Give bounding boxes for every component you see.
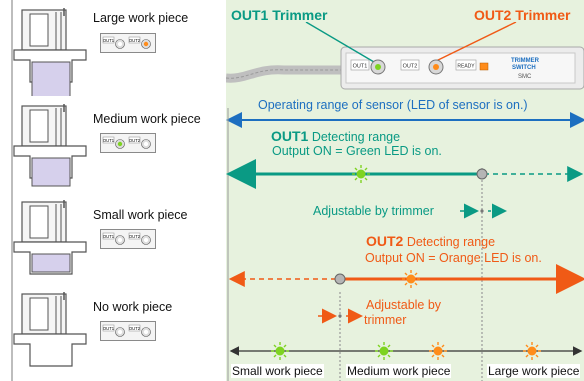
operating-range-label: Operating range of sensor (LED of sensor…	[258, 98, 528, 112]
sensor-device: OUT1 OUT2 READY TRIMMER SWITCH SMC	[226, 22, 584, 90]
work-piece-row: No work piece OUT1 OUT2	[0, 284, 226, 380]
led-indicator: OUT1 OUT2	[100, 33, 156, 53]
work-piece-row: Small work piece OUT1 OUT2	[0, 192, 226, 288]
svg-text:OUT2: OUT2	[129, 326, 141, 331]
adjustable-trimmer-label-2: Adjustable by	[366, 298, 442, 312]
led-star	[523, 342, 541, 360]
work-piece-label: No work piece	[93, 300, 173, 314]
sensor-head-drawing	[13, 8, 87, 96]
out1-led	[117, 237, 123, 243]
range-diagram	[226, 108, 584, 381]
adjustable-trimmer-label-2b: trimmer	[364, 313, 407, 327]
led-star	[375, 342, 393, 360]
svg-text:OUT2: OUT2	[403, 64, 418, 70]
sensor-head-drawing	[13, 292, 87, 367]
out2-led	[143, 41, 149, 47]
led-indicator: OUT1 OUT2	[100, 133, 156, 153]
svg-text:OUT1: OUT1	[103, 138, 115, 143]
svg-text:OUT1: OUT1	[103, 326, 115, 331]
bottom-label-medium: Medium work piece	[346, 364, 452, 378]
led-indicator: OUT1 OUT2	[100, 229, 156, 249]
svg-text:OUT1: OUT1	[353, 64, 368, 70]
svg-text:SWITCH: SWITCH	[512, 65, 536, 71]
out2-led	[143, 141, 149, 147]
work-piece-label: Large work piece	[93, 11, 189, 25]
guide-line	[11, 0, 13, 381]
out1-led	[117, 329, 123, 335]
svg-text:TRIMMER: TRIMMER	[511, 58, 540, 64]
work-piece-row: Medium work piece OUT1 OUT2	[0, 96, 226, 192]
out2-detecting-range-subtitle: Output ON = Orange LED is on.	[365, 251, 542, 265]
svg-text:OUT2: OUT2	[129, 234, 141, 239]
led-indicator: OUT1 OUT2	[100, 321, 156, 341]
svg-text:OUT1: OUT1	[103, 38, 115, 43]
adjustable-trimmer-label-1: Adjustable by trimmer	[313, 204, 434, 218]
led-star	[271, 342, 289, 360]
svg-text:OUT2: OUT2	[129, 138, 141, 143]
out2-trimmer-heading: OUT2 Trimmer	[474, 7, 571, 23]
out2-detecting-range-title: OUT2 Detecting range	[366, 233, 496, 249]
led-star	[429, 342, 447, 360]
work-piece-panel: Large work piece OUT1 OUT2 Medium work p	[0, 0, 226, 381]
out1-led	[117, 41, 123, 47]
out1-led	[117, 141, 123, 147]
sensor-head-drawing	[13, 200, 87, 275]
work-piece-label: Small work piece	[93, 208, 188, 222]
work-piece-label: Medium work piece	[93, 112, 201, 126]
svg-text:SMC: SMC	[518, 74, 532, 80]
out2-led	[143, 329, 149, 335]
svg-text:OUT2: OUT2	[129, 38, 141, 43]
out1-detecting-range-title: OUT1 Detecting range	[271, 128, 401, 144]
sensor-head-drawing	[13, 104, 87, 187]
work-piece-row: Large work piece OUT1 OUT2	[0, 0, 226, 96]
svg-text:OUT1: OUT1	[103, 234, 115, 239]
out1-trimmer-heading: OUT1 Trimmer	[231, 7, 328, 23]
bottom-label-large: Large work piece	[487, 364, 581, 378]
out2-led	[143, 237, 149, 243]
bottom-label-small: Small work piece	[231, 364, 324, 378]
svg-text:READY: READY	[457, 64, 475, 70]
out1-detecting-range-subtitle: Output ON = Green LED is on.	[272, 144, 442, 158]
